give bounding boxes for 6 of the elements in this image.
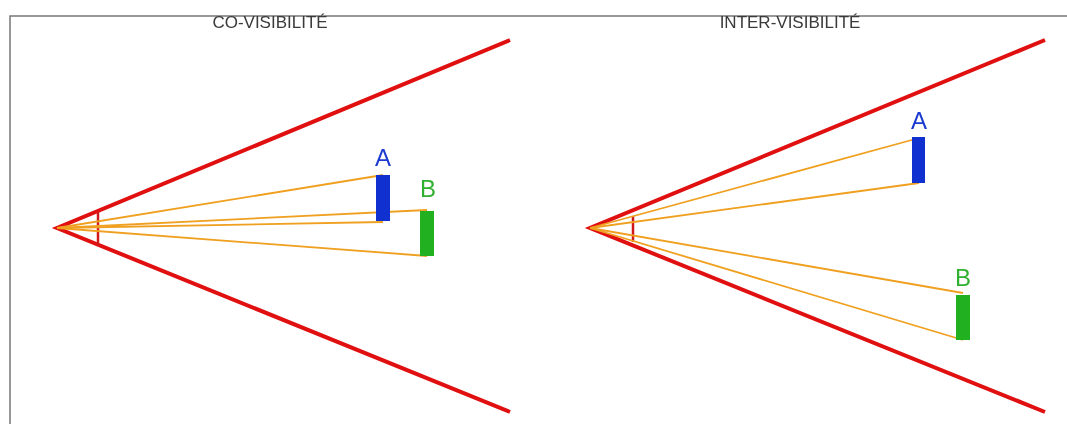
point-label: A <box>375 146 391 170</box>
point-label: A <box>911 109 927 133</box>
panel-title: CO-VISIBILITÉ <box>212 14 328 31</box>
point-label: B <box>955 266 971 290</box>
point-label: B <box>420 177 436 201</box>
panel-title: INTER-VISIBILITÉ <box>719 14 861 31</box>
